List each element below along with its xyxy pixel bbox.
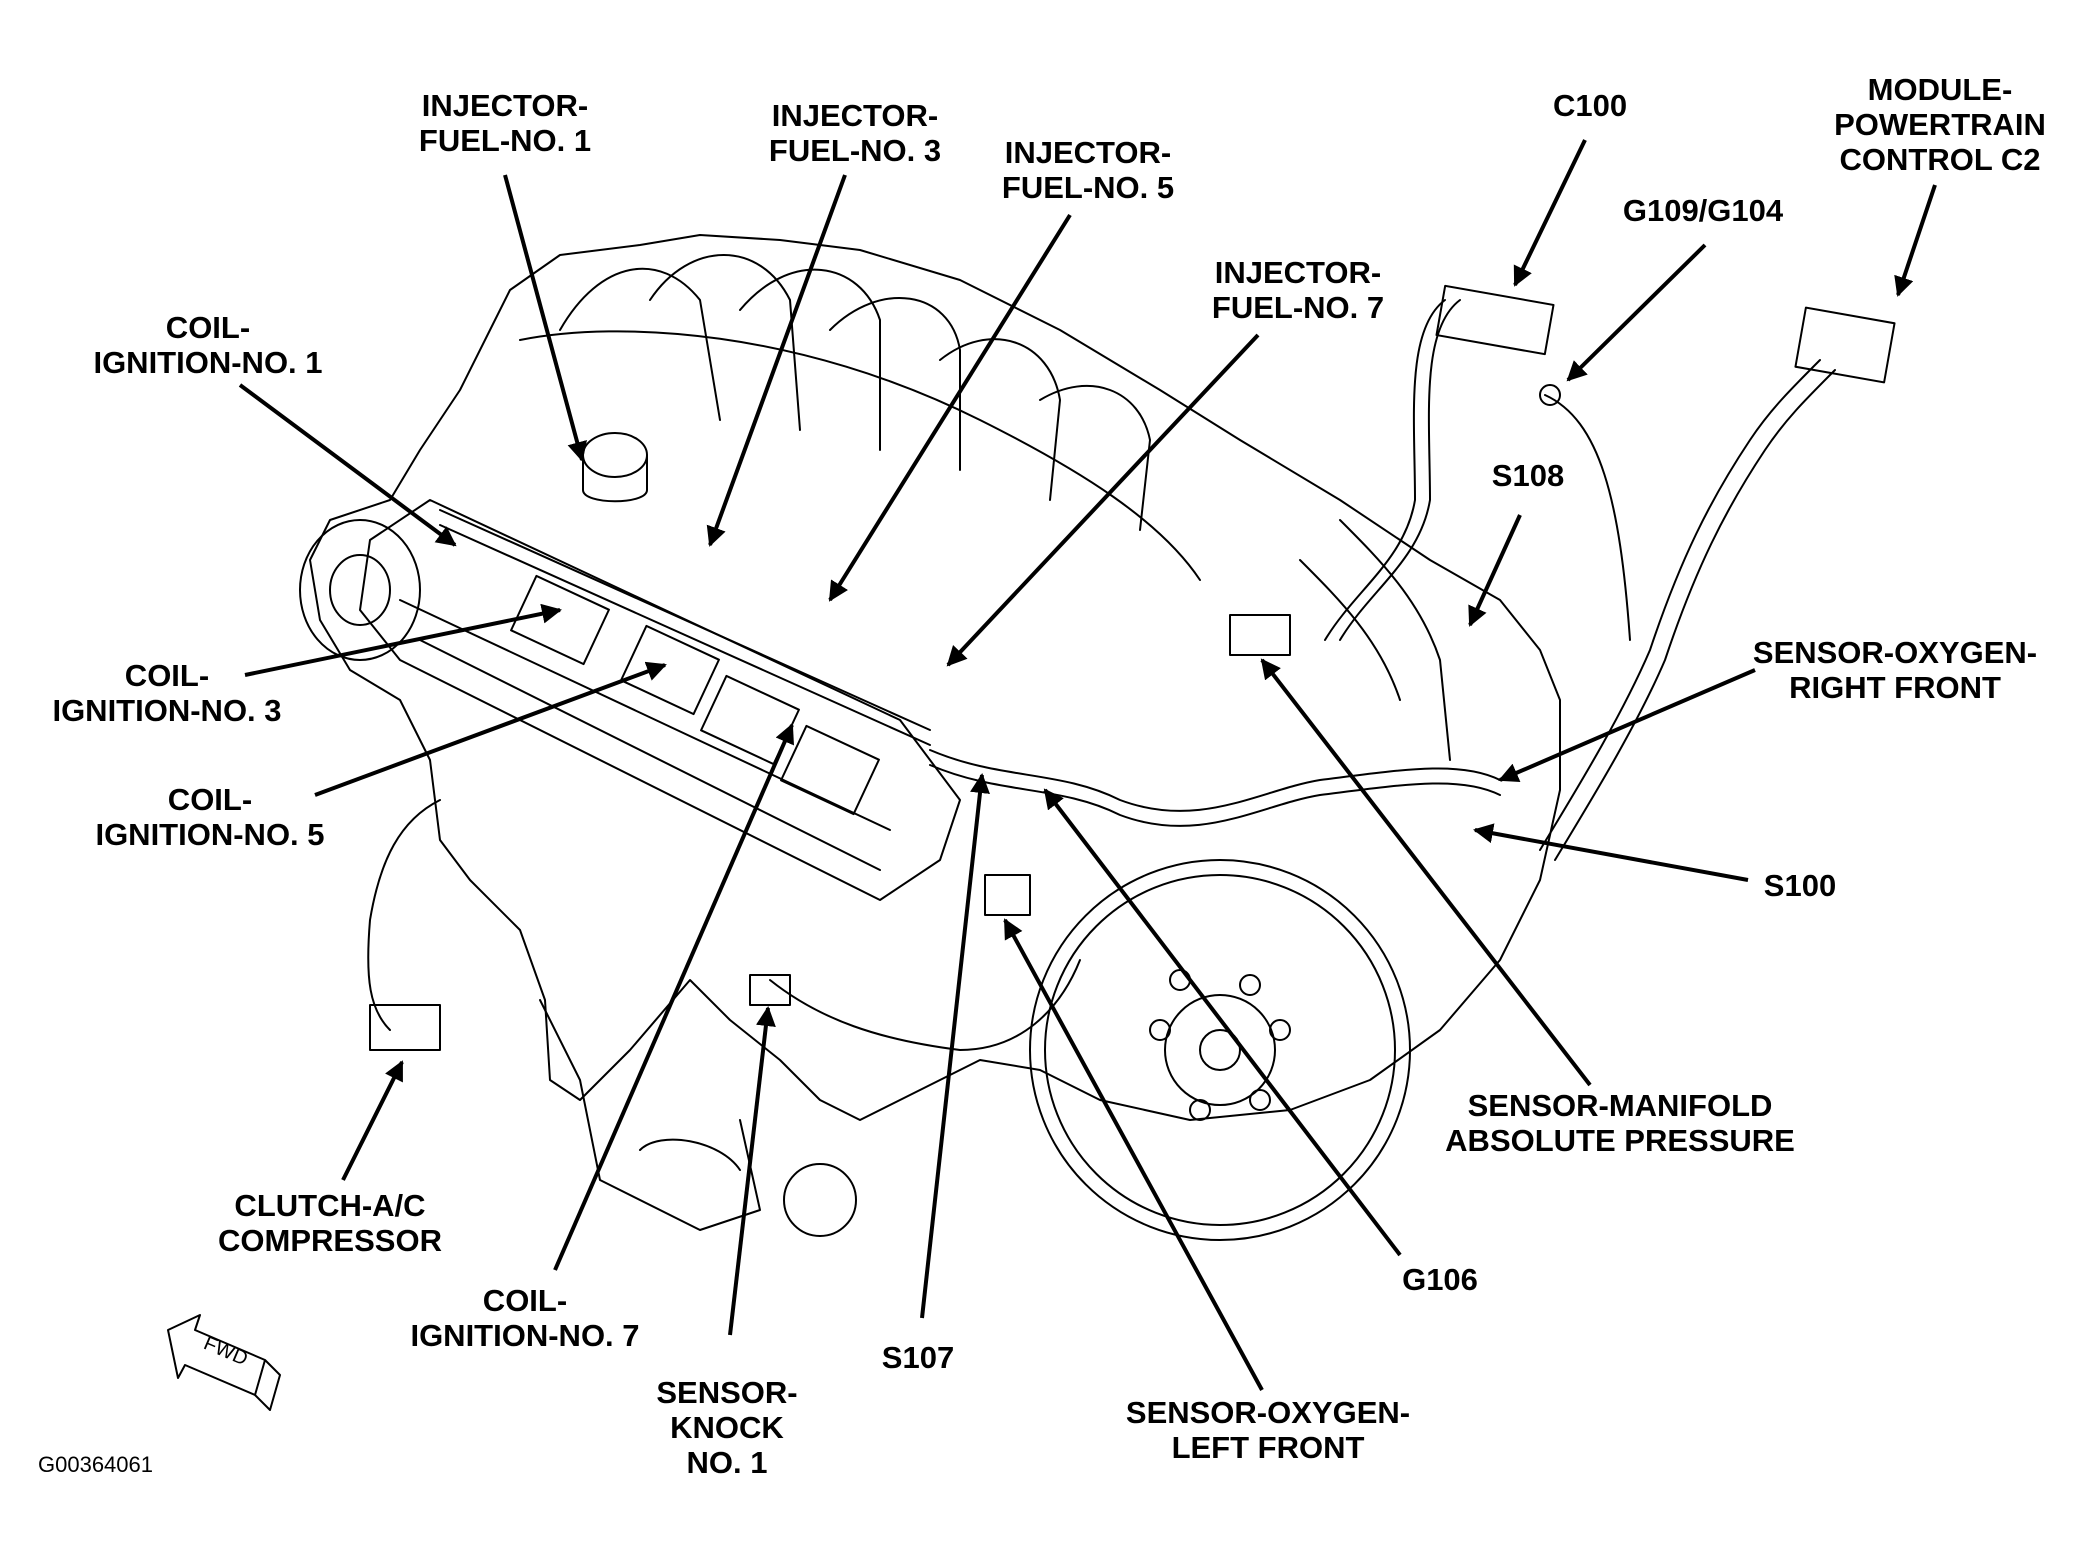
leader-c100: [1513, 139, 1587, 287]
leader-s107: [920, 773, 990, 1319]
leader-coil-no-7: [553, 723, 794, 1271]
oil-cap: [582, 432, 648, 478]
leader-o2-right-front: [1498, 668, 1756, 783]
leader-injector-no-1: [503, 174, 587, 462]
label-injector-fuel-no-5: INJECTOR-FUEL-NO. 5: [1001, 135, 1175, 205]
exhaust-manifold: [1339, 519, 1451, 761]
main-harness: [929, 749, 1501, 812]
leader-g109-g104: [1566, 243, 1707, 382]
label-injector-fuel-no-3: INJECTOR-FUEL-NO. 3: [768, 98, 942, 168]
ignition-coil: [780, 724, 880, 816]
intake-plenum: [519, 330, 1201, 581]
leader-coil-no-5: [314, 661, 667, 797]
leader-knock-no-1: [728, 1006, 776, 1336]
oil-pan: [539, 999, 761, 1231]
ignition-coil: [700, 674, 800, 766]
flywheel: [1029, 859, 1411, 1241]
fuel-rail: [439, 509, 931, 731]
leader-g106: [1043, 788, 1402, 1257]
fwd-arrow-icon: FWD: [167, 1314, 281, 1411]
harness-pcm: [1539, 359, 1821, 851]
leader-injector-no-7: [946, 333, 1260, 667]
label-sensor-oxygen-right-front: SENSOR-OXYGEN-RIGHT FRONT: [1752, 635, 2038, 705]
connector-clutch-ac: [369, 1004, 441, 1051]
label-coil-ignition-no-7: COIL-IGNITION-NO. 7: [410, 1283, 640, 1353]
leader-s108: [1468, 514, 1522, 627]
connector-pcm-c2: [1794, 306, 1896, 384]
leader-clutch-ac: [341, 1060, 404, 1181]
intake-runner: [829, 297, 961, 471]
valve-cover: [359, 499, 961, 901]
pulley: [299, 519, 421, 661]
leader-map-sensor: [1260, 658, 1592, 1087]
label-injector-fuel-no-1: INJECTOR-FUEL-NO. 1: [418, 88, 592, 158]
connector-c100: [1435, 284, 1555, 356]
connector-knock-sensor: [749, 974, 791, 1006]
figure-code: G00364061: [38, 1452, 153, 1477]
engine-outline: [309, 234, 1561, 1121]
label-g109-g104: G109/G104: [1622, 193, 1784, 228]
intake-runner: [649, 254, 801, 431]
connector-o2-left: [984, 874, 1031, 916]
ground-wire-g109: [1544, 394, 1631, 641]
label-s107: S107: [881, 1340, 955, 1375]
harness-knock: [769, 959, 1081, 1051]
leader-injector-no-3: [706, 174, 847, 547]
leader-coil-no-1: [238, 383, 457, 547]
connector-map-sensor: [1229, 614, 1291, 656]
label-injector-fuel-no-7: INJECTOR-FUEL-NO. 7: [1211, 255, 1385, 325]
label-s108: S108: [1491, 458, 1565, 493]
ground-eyelet: [1539, 384, 1561, 406]
intake-runner: [1039, 384, 1151, 531]
leader-coil-no-3: [244, 603, 562, 677]
ignition-coil: [620, 624, 720, 716]
label-coil-ignition-no-1: COIL-IGNITION-NO. 1: [93, 310, 323, 380]
label-coil-ignition-no-5: COIL-IGNITION-NO. 5: [95, 782, 325, 852]
leader-s100: [1473, 823, 1749, 882]
intake-runner: [739, 268, 881, 451]
label-s100: S100: [1763, 868, 1837, 903]
ignition-coil: [510, 574, 610, 666]
harness-clutch-ac: [367, 799, 441, 1031]
leader-o2-left-front: [1003, 918, 1264, 1391]
label-coil-ignition-no-3: COIL-IGNITION-NO. 3: [52, 658, 282, 728]
harness-c100: [1339, 299, 1461, 641]
label-sensor-oxygen-left-front: SENSOR-OXYGEN-LEFT FRONT: [1125, 1395, 1411, 1465]
label-g106: G106: [1402, 1262, 1478, 1297]
leader-injector-no-5: [828, 213, 1072, 602]
intake-runner: [939, 338, 1061, 501]
label-c100: C100: [1552, 88, 1628, 123]
leader-module-pcm: [1894, 184, 1937, 297]
intake-runner: [559, 267, 721, 421]
